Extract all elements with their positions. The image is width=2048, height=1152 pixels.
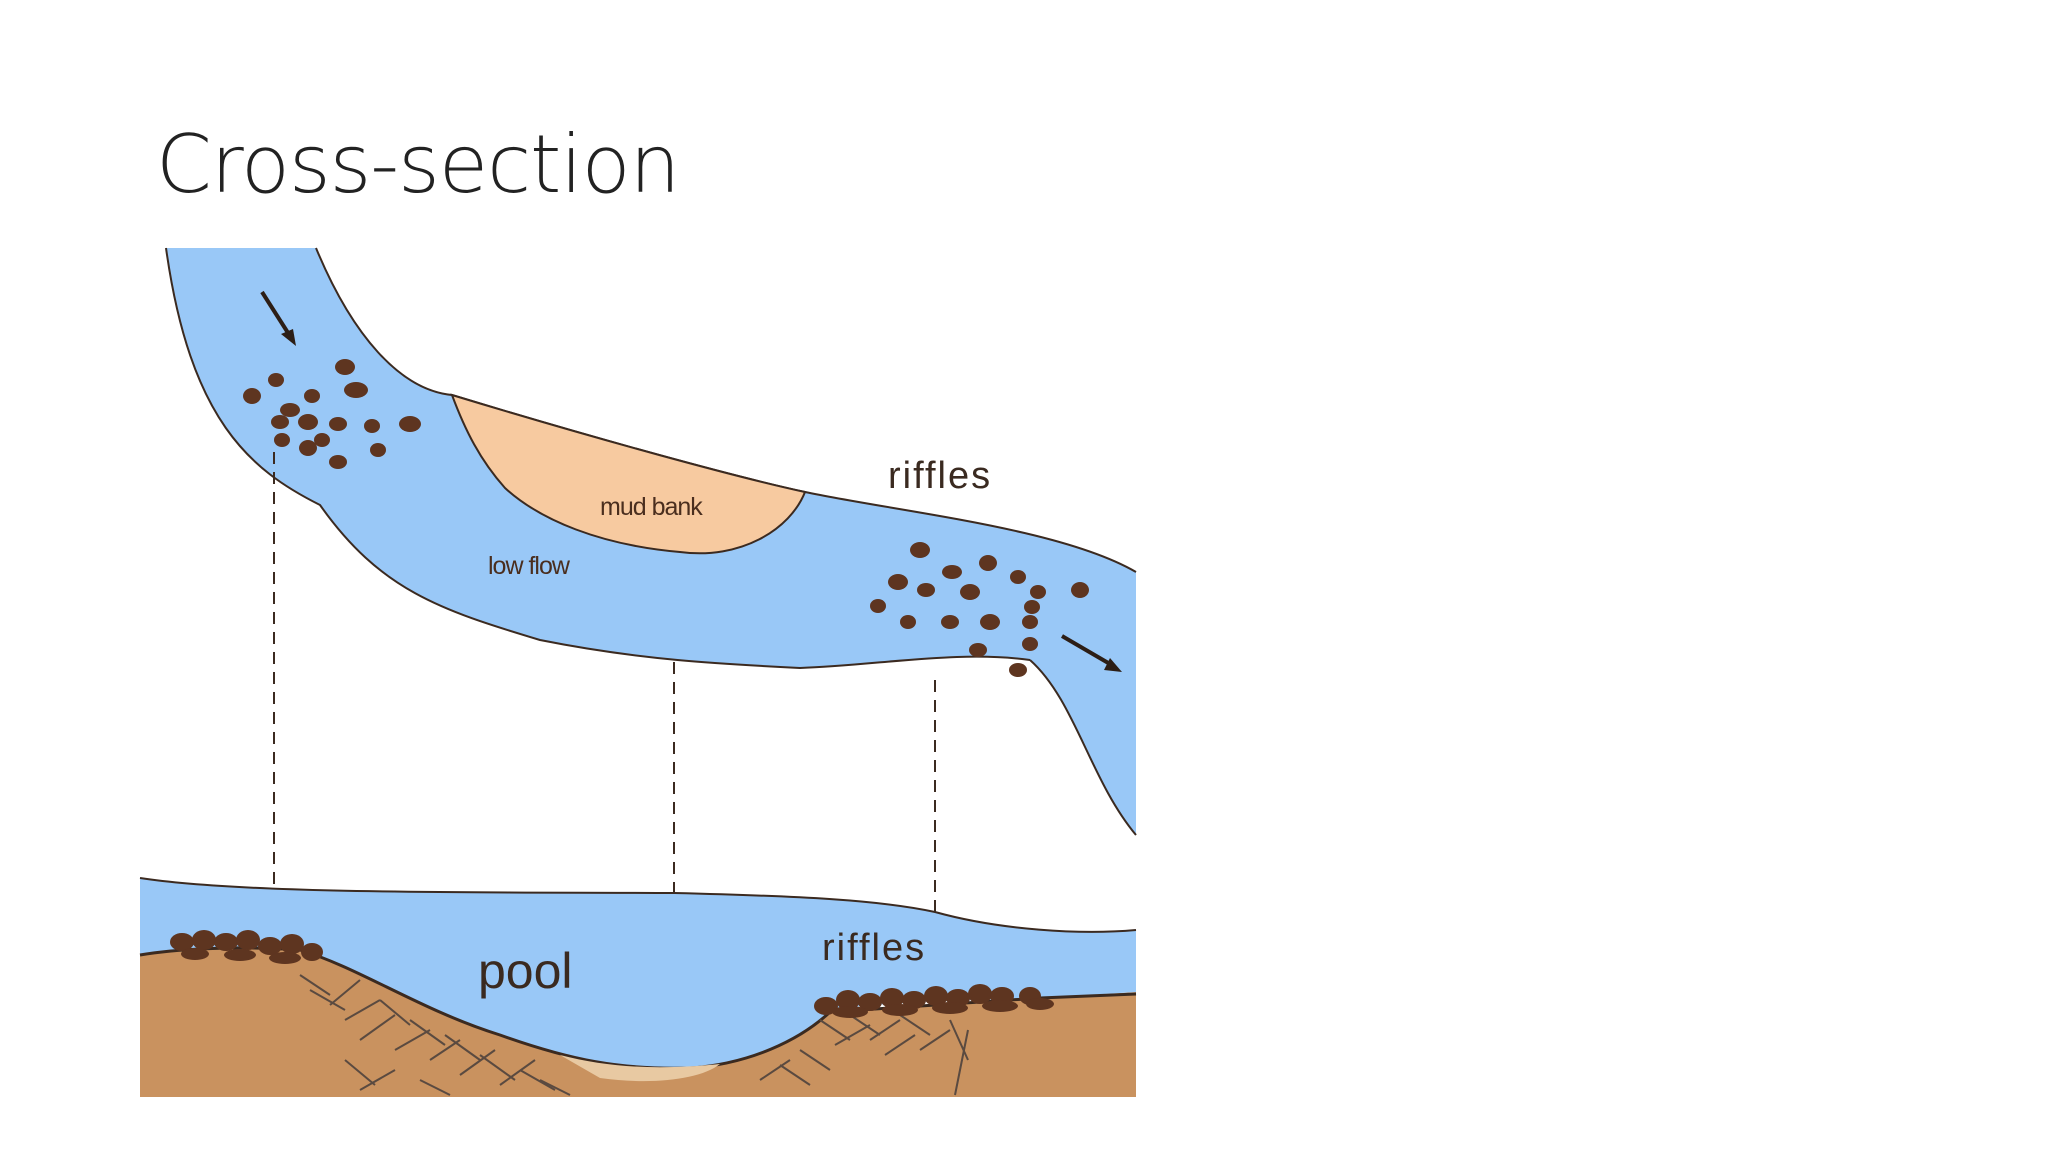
water-profile	[140, 878, 1136, 1069]
label-low-flow: low flow	[488, 552, 571, 580]
river-bank-right	[1029, 659, 1137, 836]
pool-sand-layer	[560, 1055, 720, 1082]
label-pool: pool	[478, 943, 573, 999]
plan-view: riffles mud bank low flow	[165, 247, 1137, 836]
gravel-left-bank	[170, 930, 323, 964]
cross-section-view: pool riffles	[139, 877, 1137, 1097]
river-bank-upper	[165, 247, 1031, 670]
label-riffles-bottom: riffles	[822, 927, 926, 969]
bedrock-hatching	[299, 974, 969, 1096]
flow-arrow-downstream	[1060, 634, 1122, 672]
label-riffles-top: riffles	[888, 455, 992, 497]
gravel-right-riffle	[814, 984, 1054, 1018]
label-mud-bank: mud bank	[600, 493, 703, 521]
gravel-downstream	[870, 542, 1089, 677]
ground-profile	[140, 947, 1136, 1097]
mud-bank-shape	[450, 393, 807, 555]
water-surface-line	[139, 877, 1137, 933]
projection-lines	[273, 452, 936, 912]
flow-arrow-upstream	[260, 290, 296, 346]
slide-title: Cross-section	[156, 118, 680, 211]
gravel-upstream	[243, 359, 421, 469]
